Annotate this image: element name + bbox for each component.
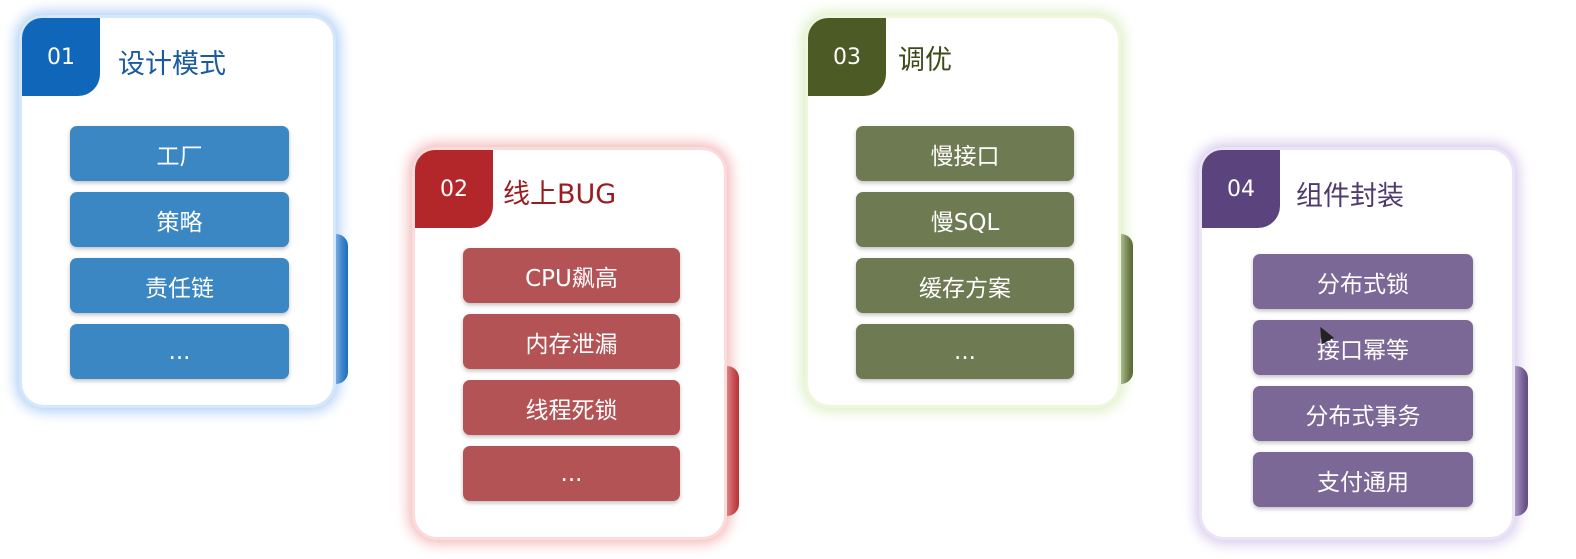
card-title: 线上BUG xyxy=(503,179,617,210)
card-online-bug: 02 线上BUG CPU飙高 内存泄漏 线程死锁 ... xyxy=(415,150,739,537)
list-item[interactable]: 策略 xyxy=(70,192,289,247)
card-number: 02 xyxy=(415,150,493,228)
item-list: 慢接口 慢SQL 缓存方案 ... xyxy=(856,126,1074,379)
list-item[interactable]: 支付通用 xyxy=(1253,452,1473,507)
list-item[interactable]: 慢接口 xyxy=(856,126,1074,181)
list-item[interactable]: CPU飙高 xyxy=(463,248,680,303)
list-item[interactable]: 内存泄漏 xyxy=(463,314,680,369)
item-list: CPU飙高 内存泄漏 线程死锁 ... xyxy=(463,248,680,501)
item-list: 分布式锁 接口幂等 分布式事务 支付通用 xyxy=(1253,254,1473,507)
card-title: 组件封装 xyxy=(1296,181,1404,212)
list-item[interactable]: ... xyxy=(463,446,680,501)
list-item[interactable]: ... xyxy=(856,324,1074,379)
list-item[interactable]: 分布式锁 xyxy=(1253,254,1473,309)
card-title: 调优 xyxy=(898,45,952,76)
side-tab xyxy=(328,234,348,384)
list-item[interactable]: 工厂 xyxy=(70,126,289,181)
item-list: 工厂 策略 责任链 ... xyxy=(70,126,289,379)
list-item[interactable]: 线程死锁 xyxy=(463,380,680,435)
card-number: 04 xyxy=(1202,150,1280,228)
card-number: 01 xyxy=(22,18,100,96)
card-component-wrapping: 04 组件封装 分布式锁 接口幂等 分布式事务 支付通用 xyxy=(1202,150,1528,537)
card-title: 设计模式 xyxy=(118,49,226,80)
list-item[interactable]: 接口幂等 xyxy=(1253,320,1473,375)
list-item[interactable]: 慢SQL xyxy=(856,192,1074,247)
list-item[interactable]: 分布式事务 xyxy=(1253,386,1473,441)
card-design-patterns: 01 设计模式 工厂 策略 责任链 ... xyxy=(22,18,348,405)
list-item[interactable]: 缓存方案 xyxy=(856,258,1074,313)
card-number: 03 xyxy=(808,18,886,96)
list-item[interactable]: ... xyxy=(70,324,289,379)
card-tuning: 03 调优 慢接口 慢SQL 缓存方案 ... xyxy=(808,18,1133,405)
list-item[interactable]: 责任链 xyxy=(70,258,289,313)
